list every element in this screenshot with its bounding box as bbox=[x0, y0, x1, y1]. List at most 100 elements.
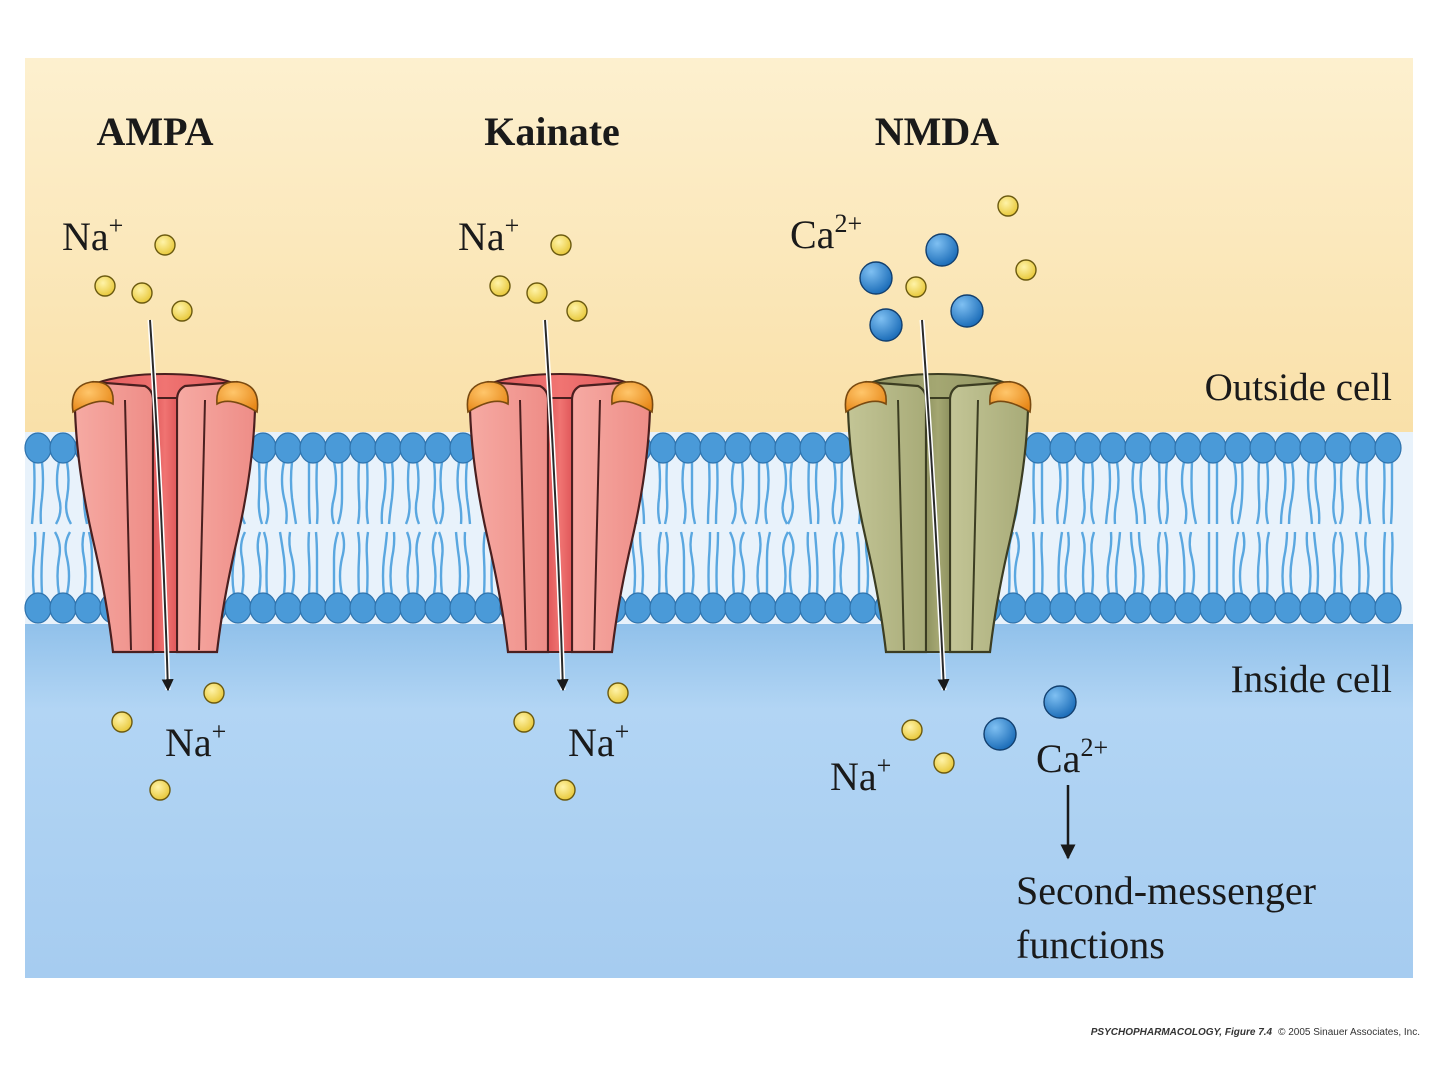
lipid-tail bbox=[1164, 461, 1169, 525]
lipid-tail bbox=[1106, 531, 1113, 595]
lipid-head bbox=[24, 432, 52, 464]
lipid-tail bbox=[1129, 531, 1137, 595]
outside-cell-region bbox=[25, 58, 1413, 436]
lipid-tail bbox=[64, 531, 72, 595]
lipid-tail bbox=[786, 461, 795, 525]
lipid-head bbox=[374, 432, 402, 464]
lipid-tail bbox=[813, 531, 819, 595]
lipid-tail bbox=[728, 531, 736, 595]
lipid-tail bbox=[689, 531, 695, 595]
lipid-tail bbox=[1137, 531, 1145, 595]
lipid-tail bbox=[1032, 461, 1036, 525]
ca-ion bbox=[1043, 685, 1077, 719]
lipid-head bbox=[1174, 432, 1202, 464]
lipid-bilayer bbox=[24, 432, 1413, 624]
lipid-head bbox=[374, 592, 402, 624]
lipid-tail bbox=[415, 531, 422, 595]
nmda-na-inside-label: Na+ bbox=[830, 751, 891, 799]
lipid-head bbox=[1199, 432, 1227, 464]
binding-site-left bbox=[71, 381, 114, 414]
lipid-tail bbox=[1013, 531, 1020, 595]
lipid-tail bbox=[365, 461, 370, 525]
lipid-tail bbox=[315, 461, 319, 525]
lipid-tail bbox=[1338, 461, 1344, 525]
lipid-tail bbox=[365, 531, 370, 595]
lipid-tail bbox=[1163, 531, 1169, 595]
lipid-tail bbox=[39, 461, 45, 525]
lipid-head bbox=[1099, 432, 1127, 464]
lipid-head bbox=[24, 592, 52, 624]
lipid-tail bbox=[1256, 531, 1261, 595]
lipid-tail bbox=[814, 461, 820, 525]
lipid-head bbox=[1249, 592, 1277, 624]
lipid-head bbox=[1049, 432, 1077, 464]
na-ion bbox=[933, 752, 955, 774]
lipid-tail bbox=[663, 461, 669, 525]
lipid-tail bbox=[389, 531, 396, 595]
lipid-tail bbox=[781, 531, 790, 595]
lipid-tail bbox=[1390, 531, 1394, 595]
lipid-tail bbox=[638, 531, 645, 595]
lipid-tail bbox=[831, 461, 837, 525]
outside-cell-label: Outside cell bbox=[1205, 366, 1393, 409]
lipid-tail bbox=[1090, 461, 1096, 525]
second-messenger-functions-label: functions bbox=[1016, 922, 1165, 967]
lipid-tail bbox=[30, 461, 36, 525]
lipid-tail bbox=[463, 531, 470, 595]
na-ion bbox=[526, 282, 548, 304]
lipid-tail bbox=[806, 531, 812, 595]
lipid-head bbox=[1074, 592, 1102, 624]
lipid-tail bbox=[714, 461, 719, 525]
lipid-tail bbox=[807, 461, 813, 525]
lipid-head bbox=[1124, 592, 1152, 624]
nmda-title: NMDA bbox=[875, 109, 1000, 154]
lipid-tail bbox=[338, 531, 346, 595]
lipid-tail bbox=[404, 461, 411, 525]
lipid-tail bbox=[657, 531, 663, 595]
lipid-tail bbox=[482, 531, 487, 595]
lipid-tail bbox=[454, 531, 462, 595]
lipid-tail bbox=[1056, 461, 1062, 525]
lipid-head bbox=[1374, 432, 1402, 464]
lipid-head bbox=[1274, 432, 1302, 464]
lipid-tail bbox=[756, 531, 762, 595]
lipid-tail bbox=[1314, 461, 1321, 525]
kainate-title: Kainate bbox=[484, 109, 620, 154]
lipid-tail bbox=[832, 531, 839, 595]
lipid-tail bbox=[1180, 461, 1188, 525]
na-ion bbox=[171, 300, 193, 322]
na-ion bbox=[554, 779, 576, 801]
lipid-tail bbox=[787, 531, 795, 595]
na-ion bbox=[566, 300, 588, 322]
lipid-tail bbox=[257, 461, 264, 525]
lipid-head bbox=[299, 592, 327, 624]
lipid-head bbox=[1224, 432, 1252, 464]
lipid-tail bbox=[707, 531, 712, 595]
kainate-ion-inside-label: Na+ bbox=[568, 717, 629, 765]
lipid-head bbox=[1124, 432, 1152, 464]
lipid-tail bbox=[464, 461, 472, 525]
lipid-tail bbox=[356, 531, 361, 595]
lipid-head bbox=[249, 592, 277, 624]
lipid-tail bbox=[262, 531, 269, 595]
lipid-head bbox=[299, 432, 327, 464]
lipid-tail bbox=[1131, 461, 1139, 525]
lipid-tail bbox=[289, 461, 298, 525]
na-ion bbox=[489, 275, 511, 297]
lipid-head bbox=[1174, 592, 1202, 624]
lipid-head bbox=[49, 592, 77, 624]
ampa-ion-inside-label: Na+ bbox=[165, 717, 226, 765]
lipid-tail bbox=[414, 461, 421, 525]
lipid-head bbox=[274, 432, 302, 464]
lipid-tail bbox=[437, 531, 444, 595]
lipid-tail bbox=[307, 462, 312, 525]
na-ion bbox=[131, 282, 153, 304]
lipid-tail bbox=[405, 531, 412, 595]
lipid-tail bbox=[278, 531, 287, 595]
lipid-tail bbox=[264, 461, 270, 525]
figure-credit: PSYCHOPHARMACOLOGY, Figure 7.4© 2005 Sin… bbox=[1091, 1027, 1420, 1038]
lipid-head bbox=[224, 592, 252, 624]
lipid-head bbox=[674, 592, 702, 624]
lipid-tail bbox=[1265, 461, 1270, 525]
lipid-tail bbox=[1332, 531, 1338, 595]
